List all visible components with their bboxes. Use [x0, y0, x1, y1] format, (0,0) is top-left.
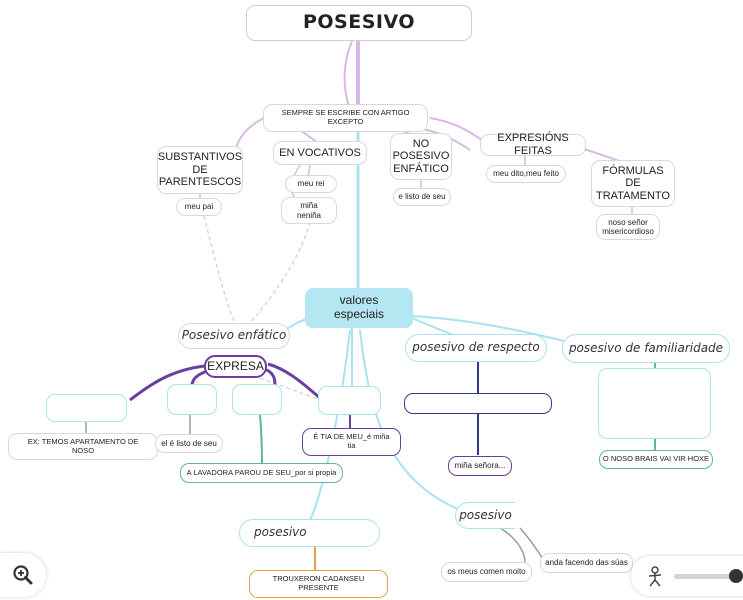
- el-listo-node[interactable]: el é listo de seu: [155, 434, 223, 453]
- trouxeron-node[interactable]: TROUXERON CADANSEU PRESENTE: [249, 570, 388, 598]
- expresa-node[interactable]: EXPRESA: [204, 355, 267, 378]
- posesivo-respecto-node[interactable]: posesivo de respecto: [405, 334, 547, 362]
- posesivo-lower-node[interactable]: posesivo: [455, 502, 515, 529]
- title-node[interactable]: POSESIVO: [246, 5, 472, 41]
- posesivo-familiaridade-node[interactable]: posesivo de familiaridade: [562, 334, 730, 363]
- en-vocativos-node[interactable]: EN VOCATIVOS: [273, 141, 367, 165]
- noso-senor-node[interactable]: noso señor misericordioso: [596, 214, 660, 240]
- slider-handle[interactable]: [729, 569, 743, 583]
- slider-track[interactable]: [674, 574, 736, 579]
- valores-especiais-node[interactable]: valores especiais: [305, 288, 413, 328]
- zoom-in-icon: [13, 565, 33, 585]
- expresions-node[interactable]: EXPRESIÓNS FEITAS: [480, 132, 586, 157]
- mina-senora-node[interactable]: miña señora...: [448, 456, 512, 476]
- zoom-button[interactable]: [0, 553, 46, 597]
- empty-node-1[interactable]: [46, 394, 127, 422]
- empty-node-4[interactable]: [318, 386, 381, 415]
- meu-pai-node[interactable]: meu pai: [176, 198, 222, 216]
- meu-dito-node[interactable]: meu dito,meu feito: [486, 165, 566, 183]
- tia-node[interactable]: É TIA DE MEU_é miña tia: [302, 428, 401, 456]
- ex-temos-node[interactable]: EX: TEMOS APARTAMENTO DE NOSO: [8, 433, 158, 460]
- substantivos-node[interactable]: SUBSTANTIVOS DE PARENTESCOS: [157, 146, 243, 194]
- artigo-node[interactable]: SEMPRE SE ESCRIBE CON ARTIGO EXCEPTO: [263, 104, 428, 132]
- lavadora-node[interactable]: A LAVADORA PAROU DE SEU_por si propia: [180, 463, 343, 483]
- empty-node-2[interactable]: [167, 384, 217, 415]
- formulas-node[interactable]: FÓRMULAS DE TRATAMENTO: [591, 160, 675, 207]
- empty-node-6[interactable]: [598, 368, 711, 439]
- e-listo-node[interactable]: e listo de seu: [393, 188, 451, 206]
- empty-node-5[interactable]: [404, 393, 552, 414]
- person-icon[interactable]: [644, 565, 666, 587]
- mina-nenina-node[interactable]: miña neniña: [281, 197, 337, 224]
- posesivo-bottom-node[interactable]: posesivo: [239, 519, 380, 547]
- presenter-bar: [631, 556, 743, 596]
- anda-facendo-node[interactable]: anda facendo das súas: [540, 553, 633, 573]
- meu-rei-node[interactable]: meu rei: [285, 175, 337, 193]
- noso-brais-node[interactable]: O NOSO BRAIS VAI VIR HOXE: [599, 450, 713, 469]
- empty-node-3[interactable]: [232, 384, 282, 415]
- no-posesivo-node[interactable]: NO POSESIVO ENFÁTICO: [390, 133, 452, 180]
- os-meus-node[interactable]: os meus comen moito: [441, 562, 532, 582]
- posesivo-enfatico-node[interactable]: Posesivo enfático: [178, 323, 290, 349]
